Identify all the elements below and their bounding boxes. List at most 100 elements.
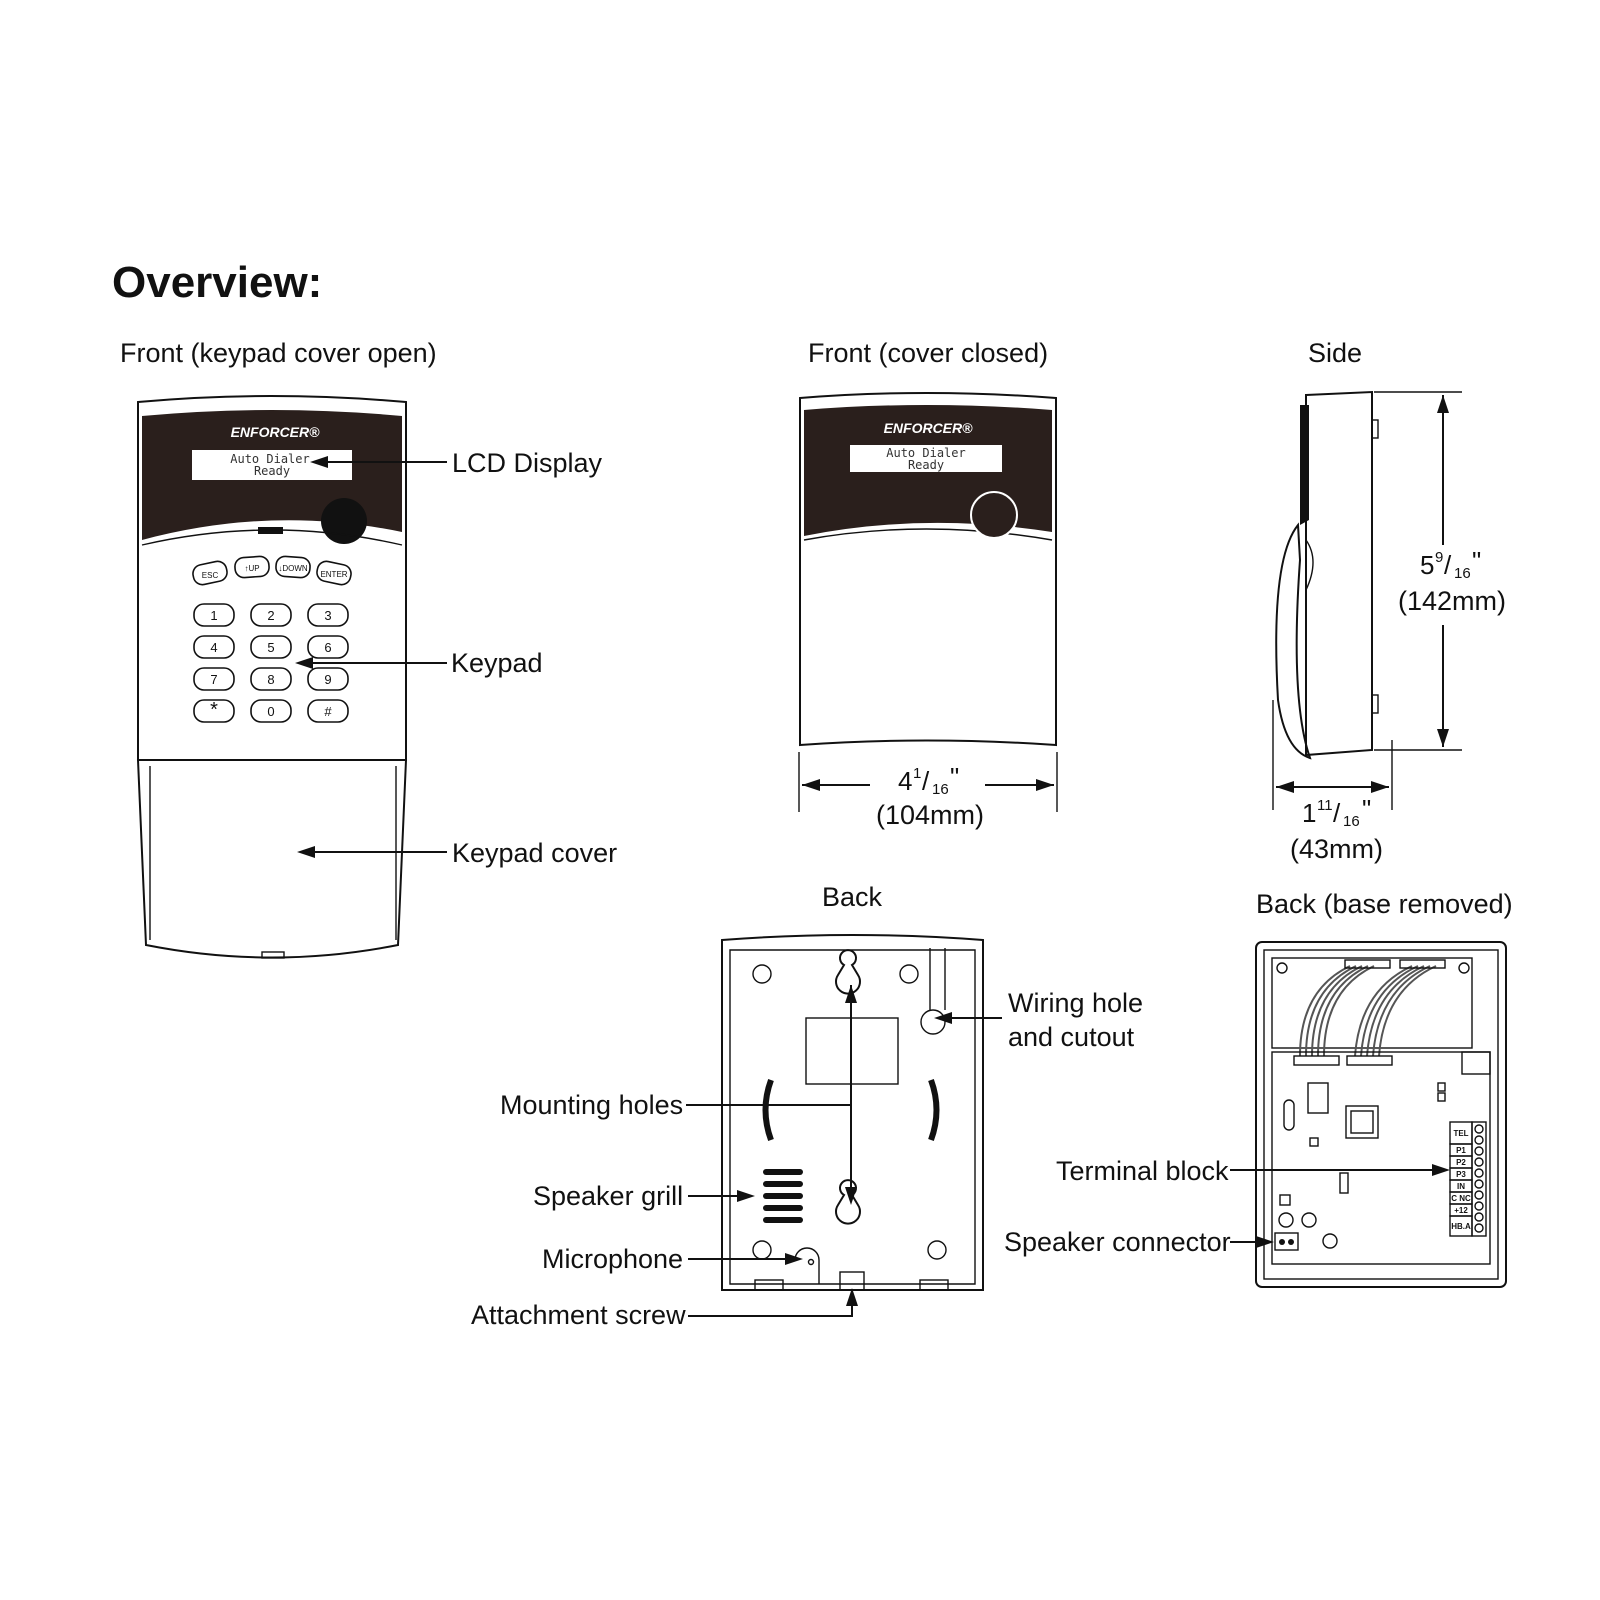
svg-text:Auto Dialer: Auto Dialer — [886, 446, 965, 460]
svg-text:4: 4 — [898, 766, 912, 796]
svg-text:#: # — [324, 704, 332, 719]
lcd-line-2: Ready — [254, 464, 290, 478]
callout-mounting-holes: Mounting holes — [500, 1090, 683, 1120]
terminal-+12: +12 — [1449, 1203, 1473, 1217]
key-5[interactable]: 5 — [250, 635, 292, 659]
svg-text:P3: P3 — [1456, 1170, 1466, 1179]
svg-text:": " — [950, 762, 959, 792]
key-1[interactable]: 1 — [193, 603, 235, 627]
back-callouts: Mounting holes Speaker grill Microphone … — [471, 988, 1143, 1330]
brand-logo: ENFORCER® — [231, 424, 321, 440]
svg-text:5: 5 — [1420, 550, 1434, 580]
svg-text:Ready: Ready — [908, 458, 944, 472]
back-device — [721, 934, 984, 1291]
svg-text:4: 4 — [210, 640, 217, 655]
terminal-p2: P2 — [1449, 1155, 1473, 1169]
svg-text:C NC: C NC — [1451, 1194, 1471, 1203]
key-2[interactable]: 2 — [250, 603, 292, 627]
svg-text:6: 6 — [324, 640, 331, 655]
svg-text:IN: IN — [1457, 1182, 1465, 1191]
keypad: 1 2 3 4 5 6 7 8 9 * 0 # — [193, 603, 349, 723]
key-6[interactable]: 6 — [307, 635, 349, 659]
brand-logo-closed: ENFORCER® — [884, 420, 974, 436]
svg-text:": " — [1362, 794, 1371, 824]
callout-wiring-hole-2: and cutout — [1008, 1022, 1135, 1052]
svg-text:(43mm): (43mm) — [1290, 834, 1383, 864]
front-callouts: LCD Display Keypad Keypad cover — [295, 448, 617, 868]
svg-text:11: 11 — [1317, 797, 1333, 814]
speaker-connector — [1274, 1232, 1299, 1251]
svg-text:/: / — [1333, 798, 1341, 828]
mounting-hole-bottom — [835, 1179, 861, 1225]
svg-text:↑UP: ↑UP — [244, 564, 259, 573]
svg-text:1: 1 — [1302, 798, 1316, 828]
callout-attachment-screw: Attachment screw — [471, 1300, 686, 1330]
key-enter[interactable] — [315, 560, 352, 587]
svg-text:↓DOWN: ↓DOWN — [278, 564, 308, 573]
svg-text:P1: P1 — [1456, 1146, 1466, 1155]
svg-text:*: * — [210, 699, 218, 721]
svg-text:5: 5 — [267, 640, 274, 655]
key-hash[interactable]: # — [307, 699, 349, 723]
view-title-front-closed: Front (cover closed) — [808, 338, 1048, 368]
wiring-hole — [920, 1009, 946, 1035]
callout-keypad: Keypad — [451, 648, 543, 678]
svg-text:ESC: ESC — [202, 571, 219, 580]
svg-text:3: 3 — [324, 608, 331, 623]
svg-text:8: 8 — [267, 672, 274, 687]
svg-text:TEL: TEL — [1453, 1129, 1468, 1138]
key-star[interactable]: * — [193, 699, 235, 723]
svg-text:1: 1 — [210, 608, 217, 623]
terminal-tel: TEL — [1449, 1121, 1473, 1145]
svg-text:9: 9 — [324, 672, 331, 687]
key-7[interactable]: 7 — [193, 667, 235, 691]
height-dimension: 5 9 / 16 " (142mm) — [1374, 391, 1506, 751]
key-0[interactable]: 0 — [250, 699, 292, 723]
view-title-back: Back — [822, 882, 883, 912]
svg-text:9: 9 — [1435, 549, 1443, 566]
svg-text:16: 16 — [1454, 565, 1471, 582]
page-title: Overview: — [112, 258, 322, 307]
terminal-p1: P1 — [1449, 1143, 1473, 1157]
svg-text:P2: P2 — [1456, 1158, 1466, 1167]
svg-text:16: 16 — [1343, 813, 1360, 830]
svg-text:(142mm): (142mm) — [1398, 586, 1506, 616]
svg-text:0: 0 — [267, 704, 274, 719]
callout-microphone: Microphone — [542, 1244, 683, 1274]
callout-lcd-display: LCD Display — [452, 448, 603, 478]
view-title-side: Side — [1308, 338, 1362, 368]
svg-text:(104mm): (104mm) — [876, 800, 984, 830]
key-down[interactable] — [275, 555, 311, 579]
view-title-back-base-removed: Back (base removed) — [1256, 889, 1513, 919]
key-8[interactable]: 8 — [250, 667, 292, 691]
terminal-hba: HB.A — [1449, 1215, 1473, 1237]
terminal-cnc: C NC — [1449, 1191, 1473, 1205]
svg-text:16: 16 — [932, 781, 949, 798]
svg-text:HB.A: HB.A — [1451, 1222, 1471, 1231]
key-esc[interactable] — [191, 560, 228, 587]
svg-text:/: / — [1444, 550, 1452, 580]
side-device — [1275, 390, 1379, 760]
front-open-device: ENFORCER® Auto Dialer Ready ESC ↑UP ↓DOW… — [136, 395, 408, 959]
callout-wiring-hole: Wiring hole — [1008, 988, 1143, 1018]
key-up[interactable] — [234, 555, 270, 579]
mounting-hole-top — [835, 949, 861, 995]
width-dimension: 4 1 / 16 " (104mm) — [798, 752, 1058, 830]
view-title-front-open: Front (keypad cover open) — [120, 338, 437, 368]
callout-speaker-grill: Speaker grill — [533, 1181, 683, 1211]
svg-text:2: 2 — [267, 608, 274, 623]
svg-text:7: 7 — [210, 672, 217, 687]
callout-keypad-cover: Keypad cover — [452, 838, 617, 868]
key-9[interactable]: 9 — [307, 667, 349, 691]
key-4[interactable]: 4 — [193, 635, 235, 659]
terminal-p3: P3 — [1449, 1167, 1473, 1181]
speaker-grill — [763, 1169, 803, 1223]
depth-dimension: 1 11 / 16 " (43mm) — [1272, 700, 1393, 864]
svg-text:/: / — [922, 766, 930, 796]
terminal-in: IN — [1449, 1179, 1473, 1193]
callout-speaker-connector: Speaker connector — [1004, 1227, 1231, 1257]
key-3[interactable]: 3 — [307, 603, 349, 627]
front-closed-device: ENFORCER® Auto Dialer Ready — [799, 392, 1057, 747]
svg-text:+12: +12 — [1454, 1206, 1468, 1215]
